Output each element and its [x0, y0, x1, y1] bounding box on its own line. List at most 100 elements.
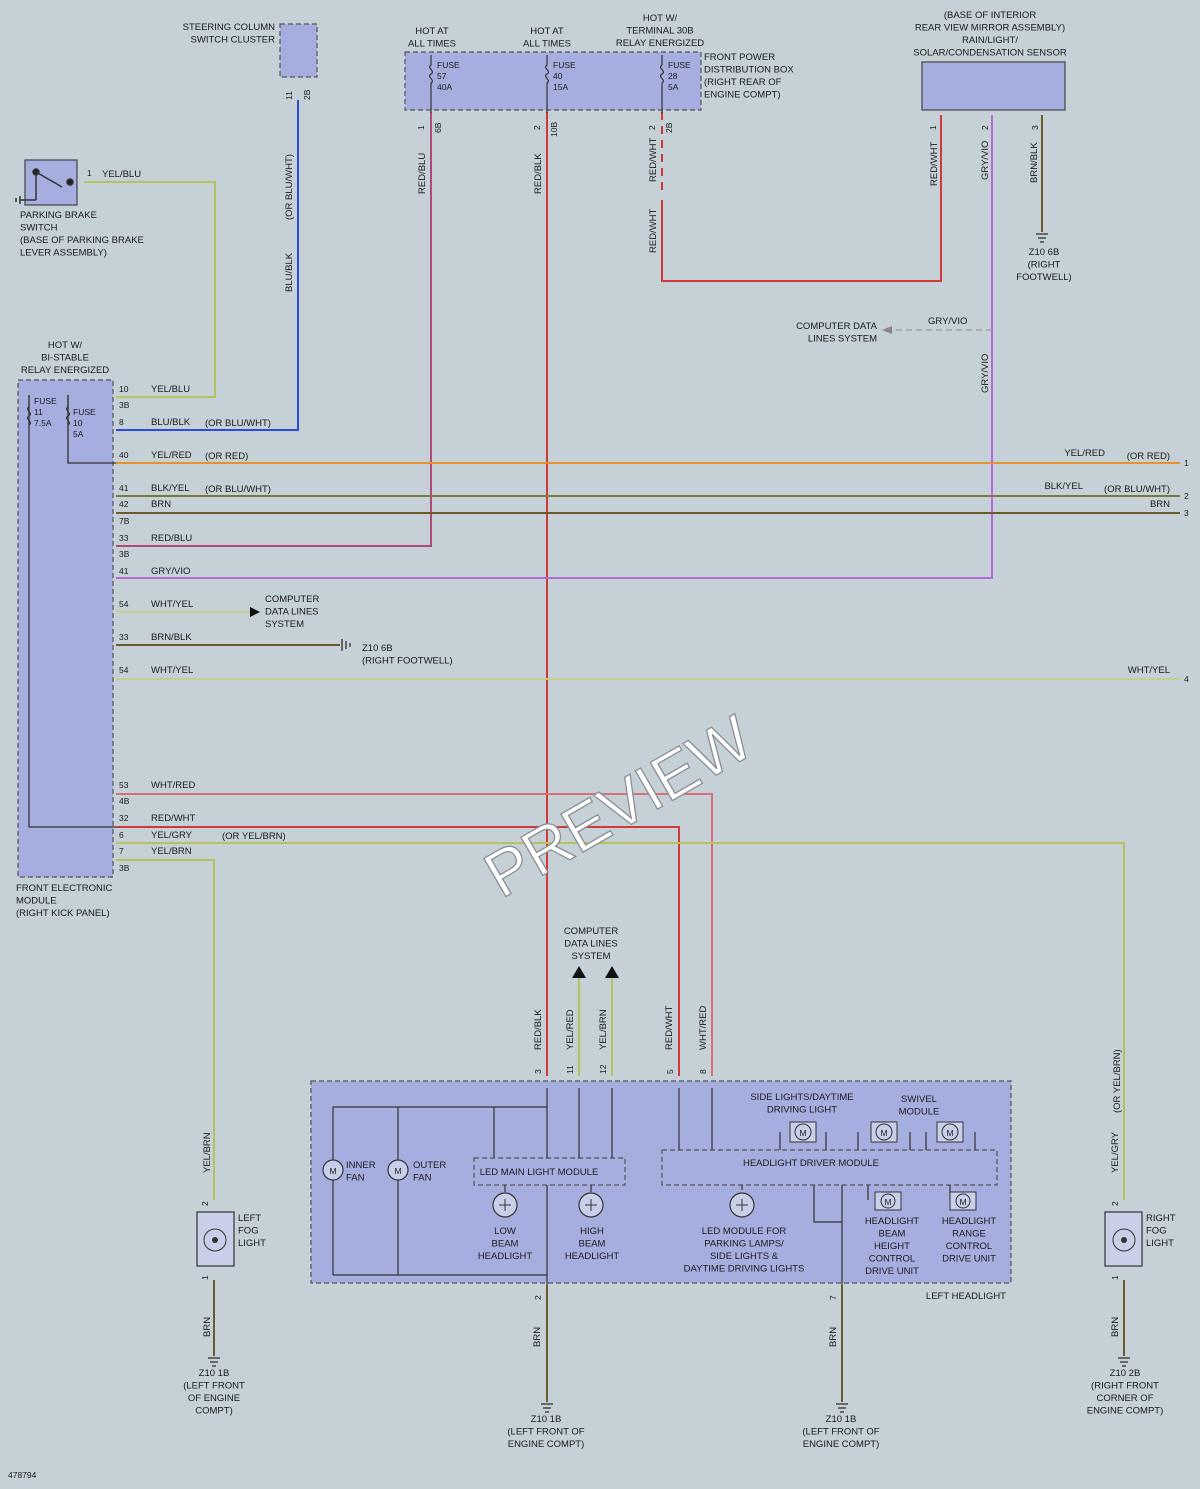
wire-labels-right-blkyel: BLK/YEL — [1044, 481, 1083, 492]
wire-labels-r8: BLU/BLK — [151, 417, 191, 428]
wire-labels-w-bluwht-v: (OR BLU/WHT) — [284, 154, 295, 220]
motors: M M M M M M M — [322, 1121, 977, 1211]
pins-fem-3b-c: 3B — [119, 863, 130, 873]
data-arrow-icon-2 — [572, 966, 586, 978]
pins-fem-3b-b: 3B — [119, 549, 130, 559]
pins-p-sc-11: 11 — [284, 91, 294, 100]
ground-icon-mirror — [1036, 233, 1048, 243]
wire-labels-right-whtyel: WHT/YEL — [1128, 665, 1170, 676]
pins-right-4: 4 — [1184, 674, 1189, 684]
wire-labels-fog-r-oryelbrn: (OR YEL/BRN) — [1112, 1049, 1123, 1113]
fem-internal-wire-2 — [67, 395, 116, 464]
wire-labels-fog-r-brn: BRN — [1110, 1317, 1121, 1337]
pins-fem-40: 40 — [119, 450, 129, 460]
wire-labels-w-yelblu-1: YEL/BLU — [102, 169, 141, 180]
parking-led-icon — [729, 1192, 755, 1218]
wire-yel-brn — [116, 859, 215, 1200]
wire-labels-r41b: GRY/VIO — [151, 566, 190, 577]
pins-p-m-3: 3 — [1030, 125, 1040, 130]
wire-labels-right-brn: BRN — [1150, 499, 1170, 510]
wire-red-wht — [116, 826, 680, 1076]
wire-labels-r41: BLK/YEL — [151, 483, 190, 494]
low-beam-led-icon — [492, 1192, 518, 1218]
wire-labels-w-redwht-m: RED/WHT — [929, 141, 940, 186]
fuse-symbols — [27, 55, 664, 426]
diagram-id: 478794 — [8, 1470, 37, 1480]
wire-labels-fog-l-yelbrn: YEL/BRN — [202, 1132, 213, 1173]
pins-fem-7: 7 — [119, 846, 124, 856]
svg-text:M: M — [799, 1128, 806, 1138]
wire-blu-blk — [116, 100, 299, 431]
pins-lf-2: 2 — [200, 1201, 210, 1206]
pins-fem-53: 53 — [119, 780, 129, 790]
wire-labels-r54: WHT/YEL — [151, 599, 193, 610]
ground-icon-fem — [341, 639, 351, 651]
pins-fem-4b: 4B — [119, 796, 130, 806]
wire-labels-right-yelred: YEL/RED — [1064, 448, 1105, 459]
svg-text:M: M — [394, 1166, 401, 1176]
wire-labels-w-gryvio-m: GRY/VIO — [980, 141, 991, 180]
wire-yel-gry — [116, 842, 1125, 1200]
wire-red-wht-sensor-2 — [661, 115, 942, 282]
ground-icon-left-fog — [208, 1357, 220, 1367]
pins-p-pb-1: 1 — [87, 168, 92, 178]
ground-symbols — [208, 233, 1130, 1413]
inner-fan-motor-icon: M — [322, 1159, 344, 1181]
pins-right-1: 1 — [1184, 458, 1189, 468]
wire-labels-w-blublk-v: BLU/BLK — [284, 252, 295, 292]
wire-labels-r32: RED/WHT — [151, 813, 196, 824]
wire-labels-right-orbluwht: (OR BLU/WHT) — [1104, 484, 1170, 495]
fem-internal-wire-1 — [28, 395, 116, 828]
components-led-main-light-module: LED MAIN LIGHT MODULE — [480, 1167, 599, 1178]
side-lights-motor-icon: M — [789, 1121, 817, 1143]
pins-hl-12: 12 — [598, 1064, 608, 1074]
wire-labels-hl-redwht: RED/WHT — [664, 1005, 675, 1050]
pins-p-f40-10b: 10B — [549, 122, 559, 137]
svg-text:M: M — [329, 1166, 336, 1176]
wire-labels-r33b: BRN/BLK — [151, 632, 192, 643]
wire-wht-red — [116, 793, 713, 1076]
beam-height-motor-icon: M — [874, 1191, 902, 1211]
wire-labels-r10: YEL/BLU — [151, 384, 190, 395]
front-power-distribution-box — [404, 51, 702, 111]
wire-labels-r6o: (OR YEL/BRN) — [222, 831, 286, 842]
wire-labels-r40: YEL/RED — [151, 450, 192, 461]
pins-hl-b7: 7 — [828, 1295, 838, 1300]
pins-fem-10: 10 — [119, 384, 129, 394]
grounds-g-fem: Z10 6B(RIGHT FOOTWELL) — [362, 643, 453, 667]
wire-labels-hl-whtred: WHT/RED — [698, 1006, 709, 1050]
pins-fem-41b: 41 — [119, 566, 129, 576]
parking-brake-switch-icon — [15, 168, 74, 204]
wire-labels-r6: YEL/GRY — [151, 830, 193, 841]
pins-p-f57-6b: 6B — [433, 122, 443, 133]
svg-text:M: M — [959, 1197, 966, 1207]
data-arrow-icon-4 — [882, 326, 892, 334]
wire-labels-r8o: (OR BLU/WHT) — [205, 418, 271, 429]
swivel-motor-icon-2: M — [936, 1121, 964, 1143]
pins-hl-8: 8 — [698, 1069, 708, 1074]
wire-labels-hl-brn-2: BRN — [532, 1327, 543, 1347]
pins-hl-11: 11 — [565, 1065, 575, 1074]
pins-p-f40-2: 2 — [532, 125, 542, 130]
wire-labels-r53: WHT/RED — [151, 780, 195, 791]
right-fog-light-icon — [1104, 1211, 1143, 1267]
pins-fem-33: 33 — [119, 533, 129, 543]
svg-text:M: M — [946, 1128, 953, 1138]
